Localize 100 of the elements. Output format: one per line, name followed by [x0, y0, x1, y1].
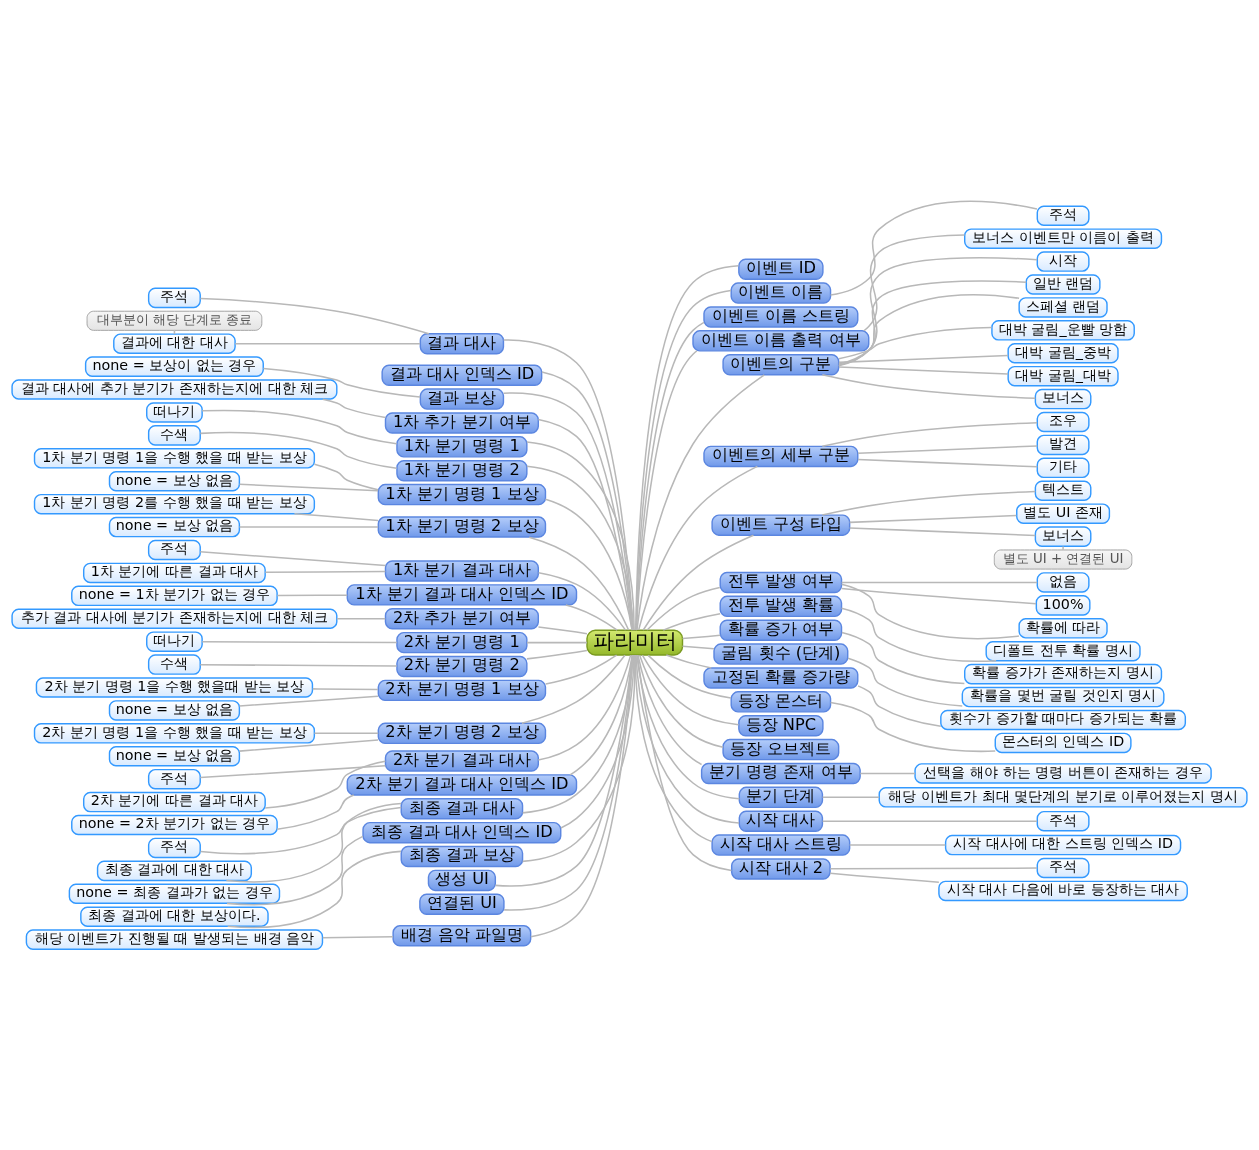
- connector: [322, 398, 387, 419]
- node-box: none = 1차 분기가 없는 경우: [71, 585, 278, 607]
- node-box: 발견: [1036, 434, 1090, 456]
- node-box: none = 2차 분기가 없는 경우: [71, 814, 278, 836]
- node-box: 이벤트 구성 타입: [711, 514, 851, 536]
- connector: [837, 257, 1038, 367]
- connector: [311, 688, 379, 691]
- connector: [526, 649, 588, 660]
- connector: [829, 872, 940, 883]
- connector: [264, 570, 387, 574]
- connector: [1062, 545, 1064, 551]
- connector: [528, 536, 630, 631]
- node-box: 결과에 대한 대사: [113, 333, 236, 354]
- connector: [199, 806, 402, 855]
- connector: [521, 654, 634, 814]
- node-box: 2차 분기 명령 1을 수행 했을때 받는 보상: [35, 677, 314, 698]
- node-box: 2차 분기 명령 2 보상: [377, 722, 547, 745]
- connector: [642, 534, 755, 631]
- node-box: 굴림 횟수 (단계): [713, 643, 849, 665]
- node-box: 해당 이벤트가 최대 몇단계의 분기로 이루어졌는지 명시: [878, 787, 1248, 808]
- node-box: 2차 분기 명령 1 보상: [377, 679, 547, 702]
- node-box: 별도 UI 존재: [1016, 503, 1111, 524]
- node-box: 별도 UI + 연결된 UI: [993, 549, 1133, 570]
- node-box: 대박 굴림_운빨 망함: [991, 320, 1135, 341]
- connector: [276, 794, 355, 830]
- node-box: none = 보상 없음: [108, 470, 241, 492]
- node-box: 최종 결과 보상: [400, 845, 524, 868]
- node-box: 100%: [1035, 595, 1091, 616]
- node-box: 확률 증가가 존재하는지 명시: [964, 663, 1163, 685]
- node-box: 시작 대사에 대한 스트링 인덱스 ID: [944, 834, 1182, 856]
- connector: [634, 654, 713, 843]
- connector: [840, 587, 1037, 605]
- node-box: 수색: [147, 425, 201, 446]
- connector: [544, 498, 633, 631]
- node-box: none = 보상 없음: [108, 700, 241, 721]
- node-box: 추가 결과 대사에 분기가 존재하는지에 대한 체크: [11, 608, 338, 629]
- node-box: 주석: [1036, 810, 1090, 832]
- node-box: 등장 몬스터: [730, 691, 832, 713]
- node-box: 시작 대사 2: [730, 858, 831, 880]
- connector: [665, 654, 713, 669]
- node-box: 결과 대사 인덱스 ID: [381, 364, 543, 386]
- connector: [635, 321, 705, 631]
- node-box: 이벤트 ID: [738, 258, 824, 280]
- node-box: 1차 분기 결과 대사 인덱스 ID: [346, 584, 578, 606]
- node-box: 이벤트 이름 스트링: [703, 306, 859, 328]
- node-box: 대박 굴림_대박: [1007, 365, 1119, 387]
- connector: [681, 634, 721, 640]
- connector: [199, 431, 398, 470]
- node-box: 1차 분기 명령 1 보상: [377, 483, 547, 506]
- node-box: 이벤트 이름 출력 여부: [692, 330, 870, 352]
- connector: [526, 641, 588, 644]
- node-box: 디폴트 전투 확률 명시: [985, 640, 1141, 662]
- connector: [521, 654, 636, 863]
- connector: [863, 234, 966, 332]
- connector: [821, 796, 880, 799]
- connector: [821, 421, 1038, 448]
- connector: [225, 802, 402, 883]
- connector: [560, 654, 635, 829]
- node-box: 2차 분기 결과 대사: [384, 750, 539, 772]
- connector: [821, 820, 1038, 822]
- node-box: 전투 발생 확률: [719, 595, 843, 618]
- node-box: 등장 NPC: [738, 714, 824, 737]
- node-box: 전투 발생 여부: [719, 571, 843, 594]
- node-box: 보너스: [1034, 526, 1092, 547]
- node-box: 주석: [147, 768, 201, 790]
- connector: [636, 654, 741, 800]
- node-box: 주석: [1036, 205, 1090, 226]
- node-box: 없음: [1036, 572, 1090, 593]
- node-box: 수색: [147, 654, 201, 675]
- connector: [646, 586, 721, 631]
- node-box: 최종 결과 대사 인덱스 ID: [362, 821, 562, 844]
- connector: [847, 657, 964, 707]
- connector: [537, 626, 588, 635]
- connector: [636, 374, 766, 631]
- connector: [201, 641, 398, 644]
- node-box: 1차 분기 명령 1을 수행 했을 때 받는 보상: [33, 448, 316, 469]
- node-box: 보너스: [1034, 388, 1092, 410]
- node-box: 선택을 해야 하는 명령 버튼이 존재하는 경우: [914, 763, 1212, 784]
- node-box: 2차 분기에 따른 결과 대사: [83, 791, 266, 813]
- node-box: 주석: [147, 837, 201, 859]
- connector: [641, 654, 740, 726]
- connector: [199, 765, 387, 779]
- connector: [838, 366, 1009, 375]
- connector: [848, 514, 1018, 524]
- connector: [199, 297, 430, 335]
- node-box: 텍스트: [1034, 480, 1092, 502]
- node-box: 주석: [1036, 857, 1090, 879]
- connector: [821, 374, 1037, 400]
- node-box: 이벤트의 구분: [722, 353, 840, 376]
- node-box: 결과 대사에 추가 분기가 존재하는지에 대한 체크: [11, 379, 338, 400]
- node-box: 대부분이 해당 단계로 종료: [86, 310, 263, 331]
- connector: [838, 326, 993, 360]
- node-box: 1차 분기 명령 2 보상: [377, 516, 547, 538]
- connector: [238, 695, 379, 707]
- node-box: 보너스 이벤트만 이름이 출력: [964, 228, 1163, 249]
- connector: [238, 483, 379, 492]
- connector: [840, 581, 1038, 584]
- connector: [544, 654, 618, 685]
- node-box: 분기 명령 존재 여부: [700, 762, 861, 785]
- node-box: 고정된 확률 증가량: [703, 667, 859, 689]
